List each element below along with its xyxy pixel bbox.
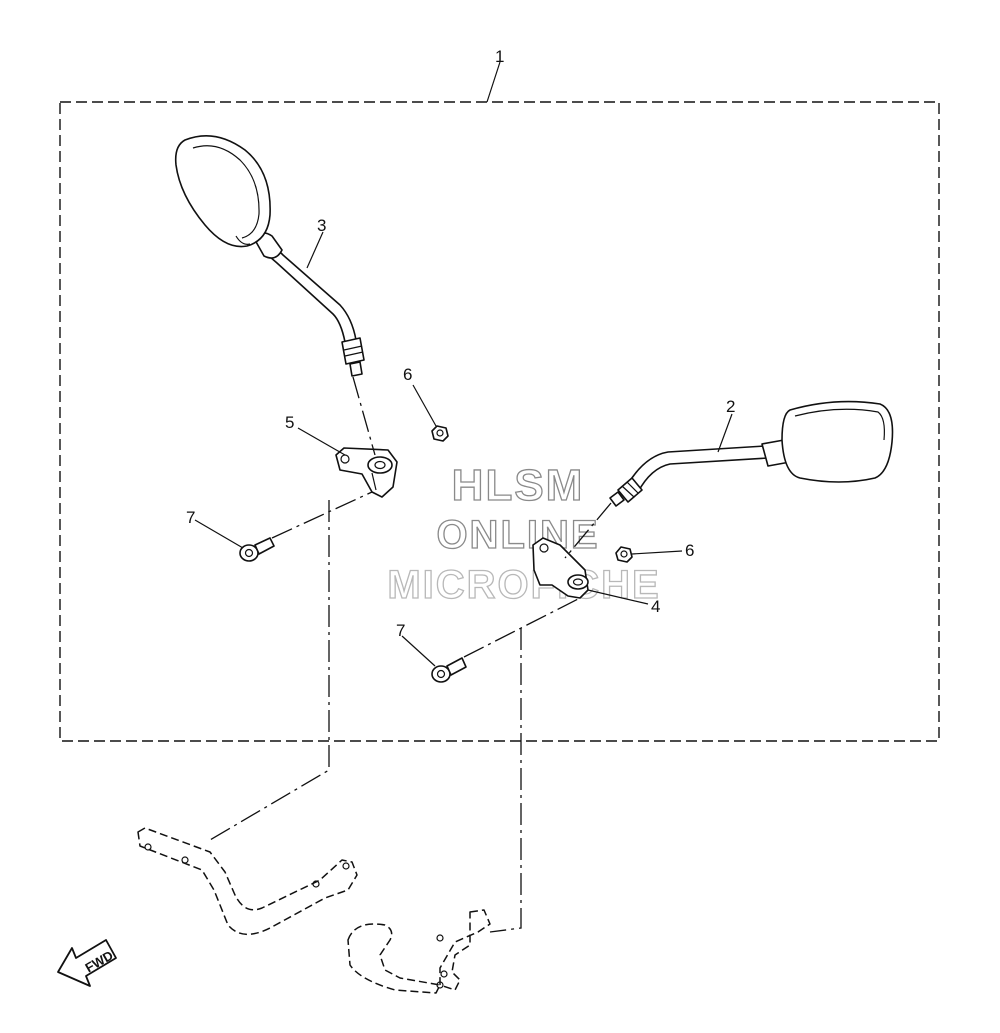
callout-3: 3: [317, 216, 326, 235]
assembly-centre-lines: [209, 376, 612, 933]
callout-4: 4: [651, 597, 660, 616]
watermark-line1: HLSM: [452, 461, 585, 510]
callout-1: 1: [495, 47, 504, 66]
left-handlebar: [137, 827, 358, 935]
right-bolt: [431, 657, 467, 683]
callout-6a: 6: [403, 365, 412, 384]
left-bolt: [239, 537, 275, 562]
callout-6b: 6: [685, 541, 694, 560]
right-mirror: [609, 400, 894, 507]
watermark-line3: MICROFICHE: [387, 563, 660, 607]
fwd-arrow-icon: FWD: [57, 939, 117, 987]
right-bracket: [532, 537, 589, 599]
right-handlebar: [347, 909, 491, 994]
callout-7a: 7: [186, 508, 195, 527]
leader-lines: [194, 61, 733, 667]
callout-2: 2: [726, 397, 735, 416]
callouts: 1 3 2 5 6 7 7 6 4: [186, 47, 735, 640]
callout-7b: 7: [396, 621, 405, 640]
assembly-boundary: [59, 101, 940, 742]
left-nut: [431, 425, 449, 442]
left-bracket: [335, 447, 398, 498]
watermark-line2: ONLINE: [436, 513, 599, 557]
callout-5: 5: [285, 413, 294, 432]
watermark: HLSM ONLINE MICROFICHE: [387, 460, 660, 607]
left-mirror: [174, 134, 365, 377]
right-nut: [615, 546, 633, 563]
